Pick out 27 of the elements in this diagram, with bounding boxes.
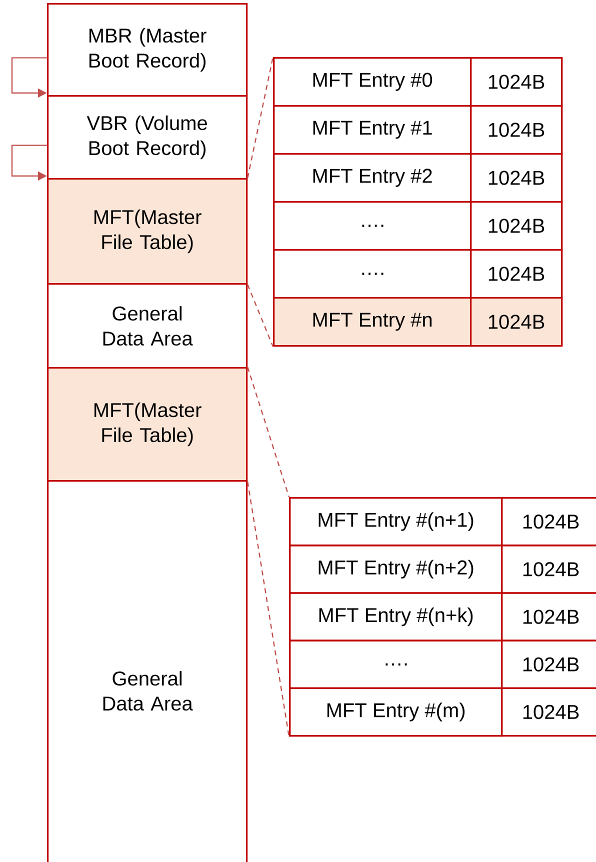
table-cell: MFT Entry #(n+1) [289, 497, 503, 546]
table-cell: MFT Entry #2 [273, 153, 472, 203]
table-cell: MFT Entry #(m) [289, 687, 503, 737]
disk-region-box: General Data Area [47, 480, 248, 862]
disk-region-box: MFT(Master File Table) [47, 367, 248, 482]
table-cell: 1024B [470, 153, 563, 203]
table-cell: MFT Entry #(n+k) [289, 592, 503, 642]
table-cell: MFT Entry #(n+2) [289, 544, 503, 594]
table-cell: 1024B [501, 640, 596, 689]
table-cell: 1024B [501, 592, 596, 642]
table-cell: …. [273, 201, 472, 251]
table-cell: 1024B [501, 544, 596, 594]
dashed-line [247, 56, 274, 178]
table-cell: …. [289, 640, 503, 689]
table-cell: 1024B [470, 57, 563, 107]
table-cell: 1024B [470, 201, 563, 251]
disk-region-box: MFT(Master File Table) [47, 178, 248, 285]
dashed-line [247, 366, 290, 498]
table-cell: 1024B [470, 105, 563, 155]
table-cell: 1024B [470, 297, 563, 347]
dashed-line [247, 482, 290, 737]
disk-region-box: MBR (Master Boot Record) [47, 3, 248, 97]
dashed-line [247, 284, 274, 347]
table-cell: 1024B [501, 687, 596, 737]
table-cell: MFT Entry #0 [273, 57, 472, 107]
table-cell: 1024B [501, 497, 596, 546]
table-cell: MFT Entry #1 [273, 105, 472, 155]
